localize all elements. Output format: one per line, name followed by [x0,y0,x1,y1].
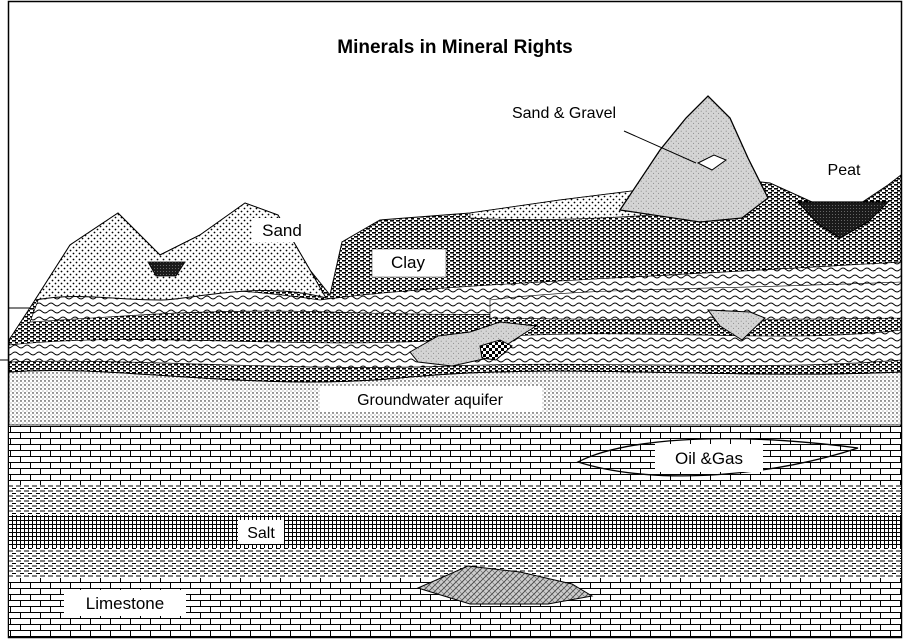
diagram-title: Minerals in Mineral Rights [337,37,572,58]
sand-gravel-label: Sand & Gravel [512,105,616,122]
salt-label: Salt [247,525,275,542]
sand-label: Sand [262,221,302,240]
oil-gas-label: Oil &Gas [675,449,743,468]
shale-layer-upper [9,485,901,515]
clay-label: Clay [391,253,426,272]
peat-label: Peat [828,162,861,179]
groundwater-label: Groundwater aquifer [357,392,504,409]
salt-layer [9,515,901,548]
limestone-label: Limestone [86,594,164,613]
